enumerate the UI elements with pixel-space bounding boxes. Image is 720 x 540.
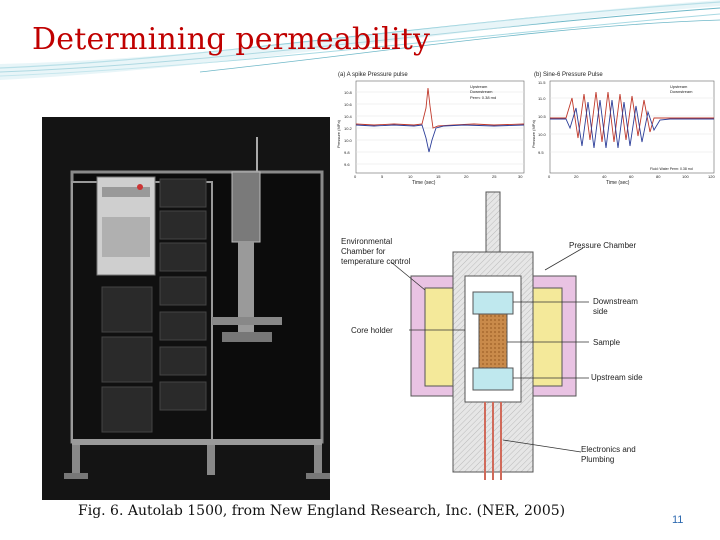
plot-a-xtick: 10 [408,174,413,179]
label-downstream-line1: Downstream [593,297,638,306]
plot-a-ytick: 10.0 [344,138,353,143]
plot-a-xtick: 25 [492,174,497,179]
plot-a-downstream-line [355,124,525,153]
label-upstream: Upstream side [591,373,643,382]
plot-a-ylabel: Pressure (MPa) [336,119,341,148]
plot-a-ytick: 10.8 [344,90,353,95]
plot-b-downstream-line [550,99,714,149]
plot-b-xtick: 0 [548,174,551,179]
plot-b-xtick: 60 [629,174,634,179]
core-holder-schematic: Environmental Chamber for temperature co… [333,190,663,490]
plot-b-ytick: 10.0 [538,132,547,137]
plot-a-xtick: 5 [381,174,384,179]
plot-a-title: (a) A spike Pressure pulse [338,72,408,78]
slide-title: Determining permeability [32,22,431,57]
plot-b-ytick: 9.5 [538,150,544,155]
plot-b-legend-downstream: Downstream [670,89,693,94]
plot-a-ytick: 9.8 [344,150,350,155]
plot-b-ytick: 10.5 [538,114,547,119]
plot-a-upstream-line [355,87,525,129]
plot-a-xtick: 15 [436,174,441,179]
plot-b-legend-upstream: Upstream [670,84,688,89]
plot-a-legend-upstream: Upstream [470,84,488,89]
pressure-pulse-plot-a: (a) A spike Pressure pulse Upstream Down… [334,68,530,186]
pressure-pulse-plot-b: (b) Sine-6 Pressure Pulse Upstream Downs… [530,68,720,186]
plot-a-ytick: 10.6 [344,102,353,107]
plot-a-xtick: 20 [464,174,469,179]
label-env-chamber-line2: Chamber for [341,247,386,256]
plot-a-xlabel: Time (sec) [412,180,436,186]
label-sample: Sample [593,338,621,347]
plot-a-ytick: 9.6 [344,162,350,167]
label-electronics-line2: Plumbing [581,455,614,464]
label-downstream-line2: side [593,307,608,316]
plot-a-xtick: 0 [354,174,357,179]
plot-a-ytick: 10.2 [344,126,353,131]
plot-b-xtick: 20 [574,174,579,179]
plot-a-xtick: 30 [518,174,523,179]
label-env-chamber-line1: Environmental [341,237,392,246]
plot-a-legend-downstream: Downstream [470,89,493,94]
label-env-chamber-line3: temperature control [341,257,411,266]
plot-b-xtick: 40 [602,174,607,179]
label-electronics-line1: Electronics and [581,445,636,454]
plot-b-ytick: 11.0 [538,96,546,101]
figure-caption: Fig. 6. Autolab 1500, from New England R… [78,503,566,519]
plot-b-ylabel: Pressure (MPa) [531,119,536,148]
plot-b-xtick: 120 [708,174,715,179]
page-number: 11 [672,514,684,526]
plot-b-title: (b) Sine-6 Pressure Pulse [534,72,603,78]
plot-b-xtick: 100 [682,174,689,179]
plot-b-xlabel: Time (sec) [606,180,630,186]
label-core-holder: Core holder [351,326,393,335]
plot-b-ytick: 11.5 [538,80,546,85]
plot-a-note: Perm: 0.38 md [470,95,496,100]
plot-a-ytick: 10.4 [344,114,353,119]
plot-b-note: Fluid: Water Perm: 0.38 md [650,167,693,171]
autolab-instrument-photo [42,117,330,500]
header-swoosh-decoration [0,0,720,80]
label-pressure-chamber: Pressure Chamber [569,241,636,250]
plot-b-xtick: 80 [656,174,661,179]
plot-b-upstream-line [550,91,714,143]
